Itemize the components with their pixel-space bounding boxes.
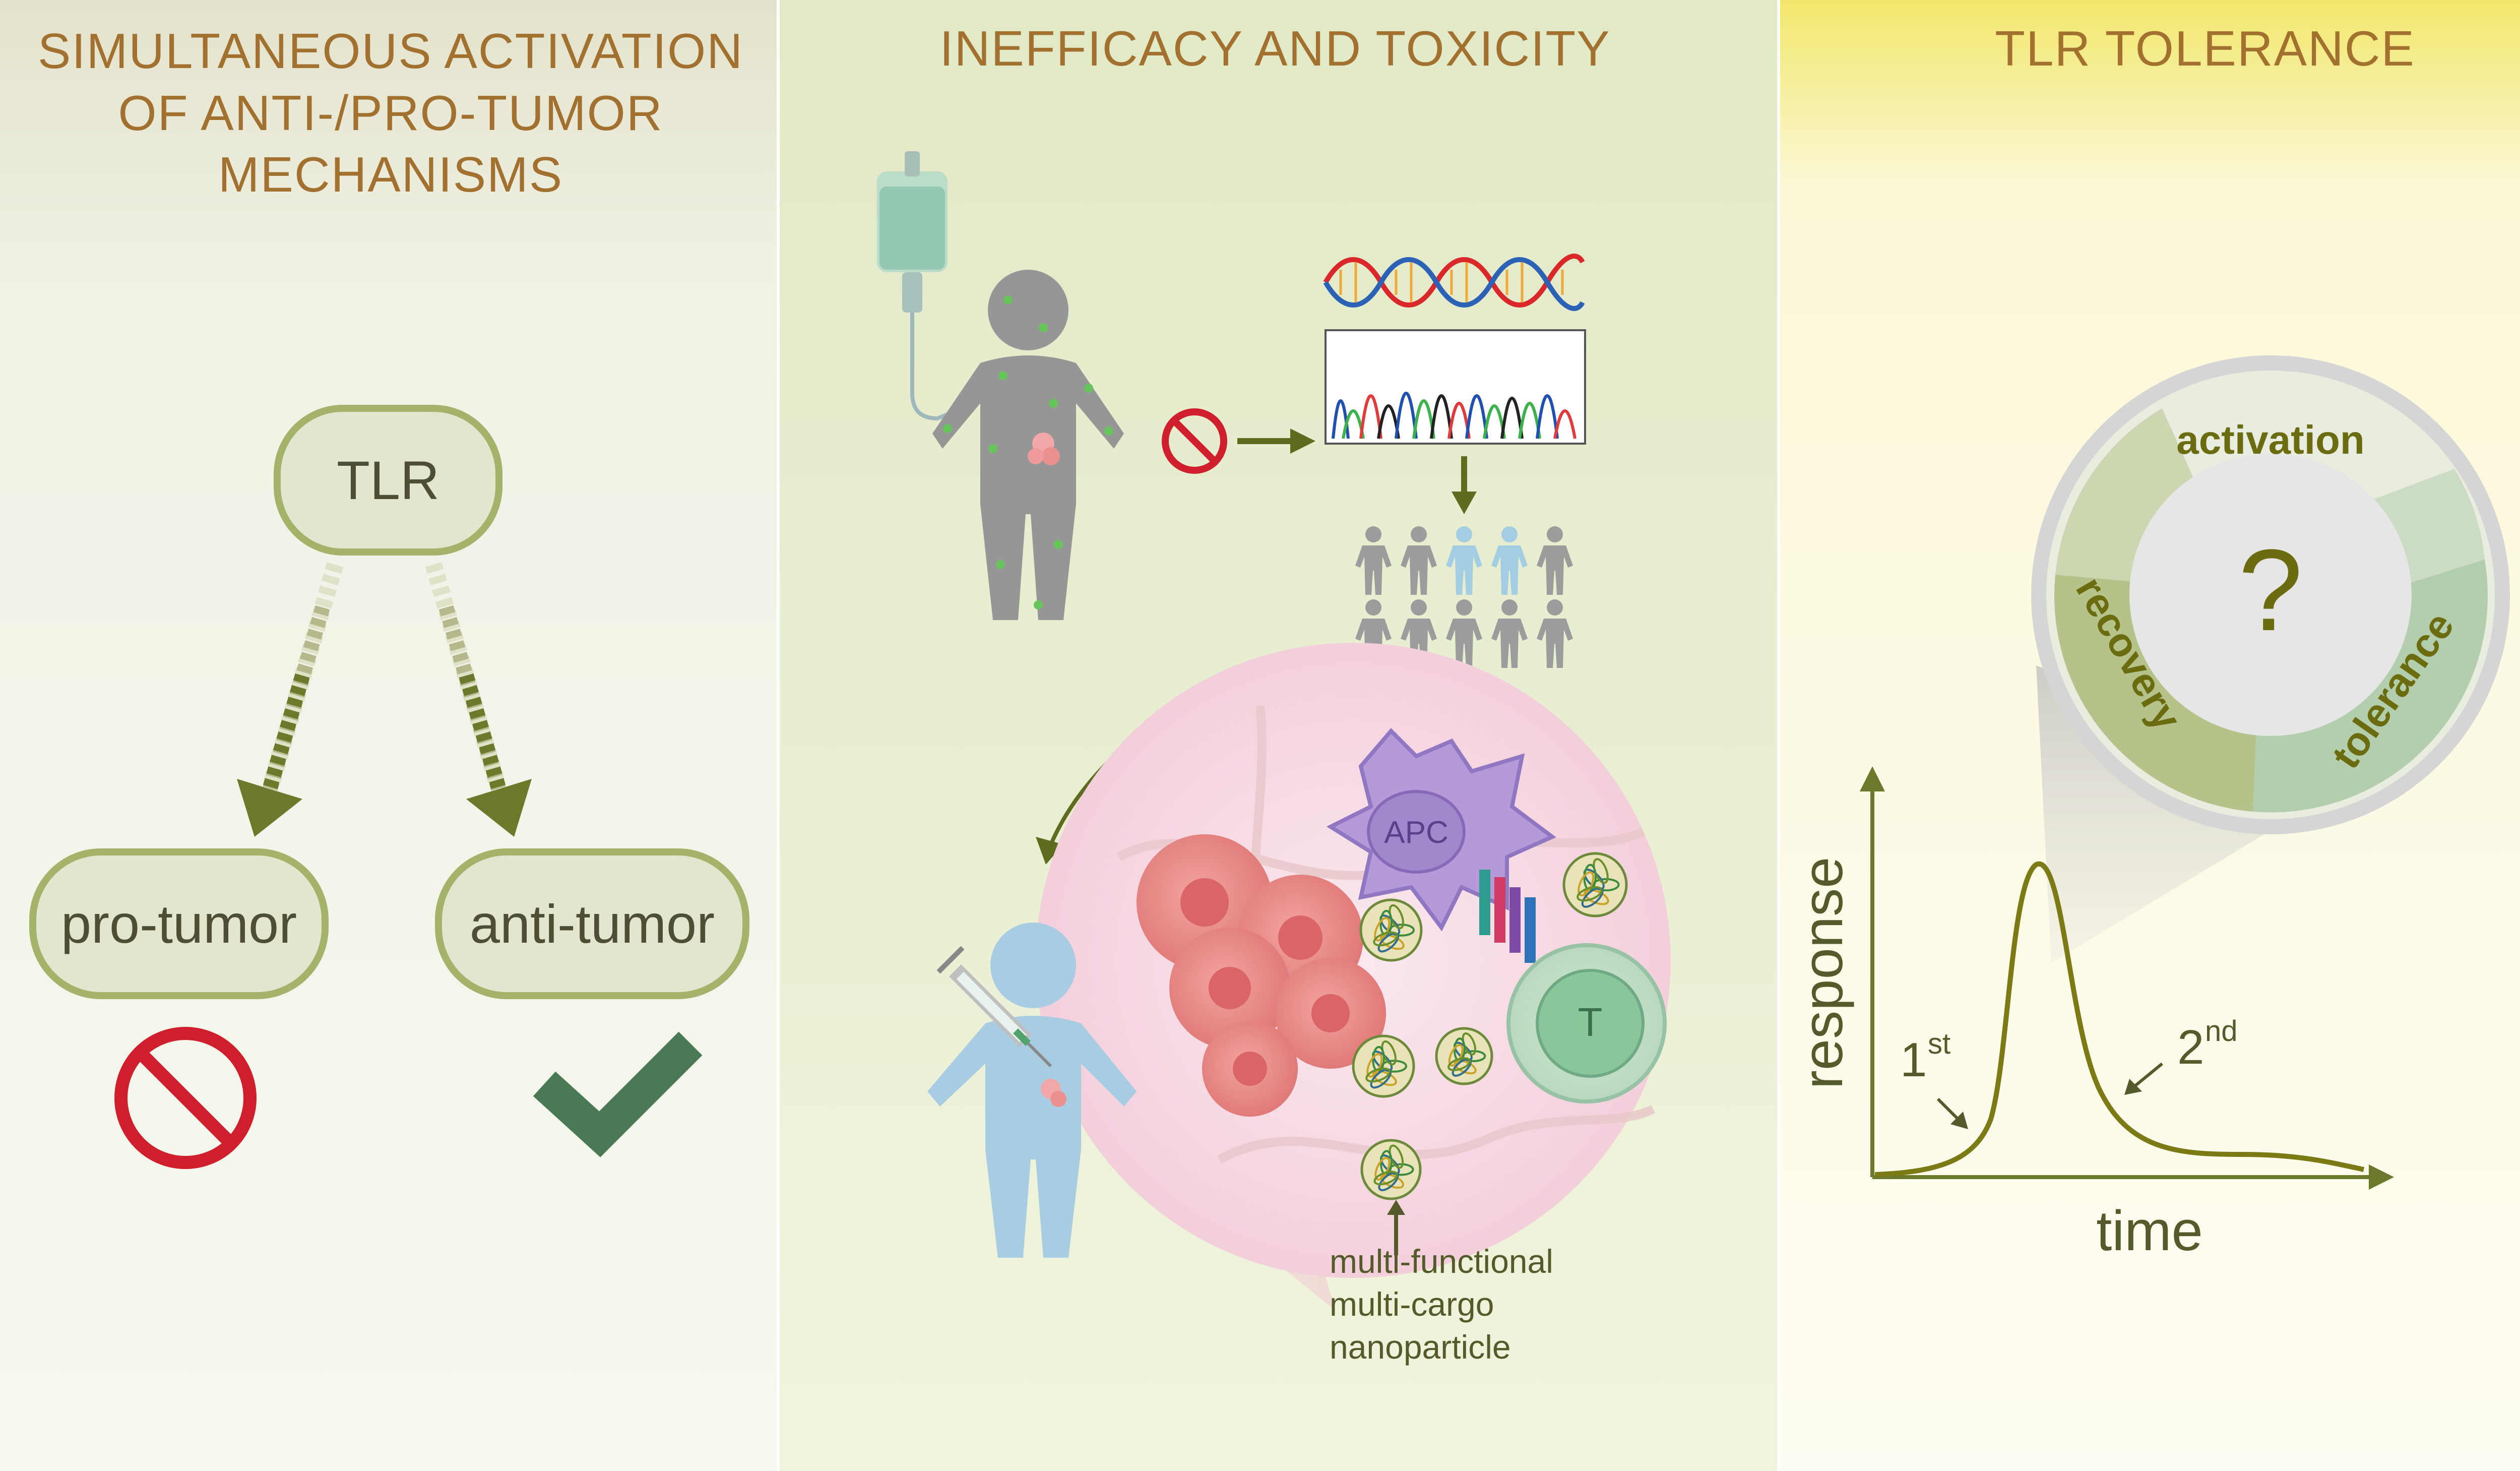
svg-text:1: 1	[1900, 1033, 1927, 1087]
panel-left-title: SIMULTANEOUS ACTIVATION	[38, 23, 743, 79]
svg-text:?: ?	[2238, 525, 2303, 655]
patient-figure-icon	[932, 270, 1124, 620]
checkmark-icon	[533, 1031, 703, 1157]
person-icon	[1401, 599, 1437, 668]
pro-tumor-box: pro-tumor	[29, 848, 329, 999]
nanoparticle-icon	[1352, 1034, 1415, 1098]
tolerance-cycle: ? activation recovery tolerance	[2031, 355, 2510, 834]
person-icon	[1446, 526, 1482, 595]
syringe-icon	[936, 946, 1052, 1068]
anti-tumor-box: anti-tumor	[435, 848, 749, 999]
dna-helix-icon	[1323, 254, 1585, 311]
panel-right-title: TLR TOLERANCE	[1995, 21, 2415, 76]
person-icon	[1491, 526, 1528, 595]
sequencing-chromatogram	[1325, 329, 1586, 445]
panel-left-background	[0, 0, 779, 1471]
arrow-to-population	[1452, 456, 1477, 514]
person-icon	[1446, 599, 1482, 668]
svg-text:st: st	[1928, 1027, 1950, 1060]
tlr-box: TLR	[274, 405, 502, 556]
nanoparticle-icon	[1562, 852, 1628, 917]
nanoparticle-icon	[1360, 1139, 1422, 1200]
svg-text:APC: APC	[1384, 815, 1448, 850]
t-cell: T	[1506, 943, 1667, 1104]
panel-left-title: OF ANTI-/PRO-TUMOR	[118, 85, 663, 141]
iv-drip-bag-icon	[877, 151, 964, 421]
tcr-mhc-receptors	[1479, 870, 1536, 963]
nanoparticle-icon	[1359, 898, 1423, 962]
graph-xlabel: time	[2096, 1199, 2203, 1262]
svg-text:pro-tumor: pro-tumor	[61, 893, 297, 954]
panel-divider	[777, 0, 780, 1471]
patient-population-icon	[1355, 526, 1573, 668]
forbidden-icon	[1162, 408, 1227, 474]
person-icon	[1401, 526, 1437, 595]
treated-patient-figure-icon	[927, 923, 1137, 1258]
first-stimulus-label: 1 st	[1900, 1027, 1968, 1129]
panel-divider	[1777, 0, 1780, 1471]
person-icon	[1355, 526, 1392, 595]
panel-left-title: MECHANISMS	[218, 147, 563, 202]
svg-text:anti-tumor: anti-tumor	[470, 893, 715, 954]
forbidden-icon	[114, 1027, 257, 1169]
person-icon	[1537, 526, 1573, 595]
tumor-microenvironment-zoom: APC T	[1036, 643, 1671, 1278]
person-icon	[1491, 599, 1528, 668]
nanoparticle-group	[1352, 852, 1628, 1200]
dotted-arrow-to-pro-tumor	[237, 562, 344, 837]
svg-text:TLR: TLR	[337, 450, 439, 511]
second-stimulus-label: 2 nd	[2124, 1015, 2238, 1095]
nanoparticle-label: nanoparticle	[1330, 1328, 1511, 1366]
nanoparticle-pointer-arrow	[1387, 1200, 1405, 1255]
person-icon	[1537, 599, 1573, 668]
nanoparticle-label: multi-cargo	[1330, 1285, 1494, 1323]
nanoparticle-label: multi-functional	[1330, 1243, 1553, 1280]
svg-text:2: 2	[2177, 1020, 2204, 1074]
svg-text:T: T	[1578, 1000, 1603, 1045]
svg-text:activation: activation	[2176, 417, 2364, 462]
arrow-to-sequencing	[1237, 428, 1315, 454]
tumor-cell-cluster	[1137, 834, 1386, 1117]
nanoparticle-icon	[1435, 1027, 1493, 1085]
person-icon	[1355, 599, 1392, 668]
panel-middle-title: INEFFICACY AND TOXICITY	[939, 21, 1610, 76]
graph-ylabel: response	[1791, 857, 1854, 1089]
dotted-arrow-to-anti-tumor	[425, 562, 532, 837]
svg-text:nd: nd	[2205, 1015, 2238, 1048]
response-time-graph	[1860, 766, 2394, 1190]
